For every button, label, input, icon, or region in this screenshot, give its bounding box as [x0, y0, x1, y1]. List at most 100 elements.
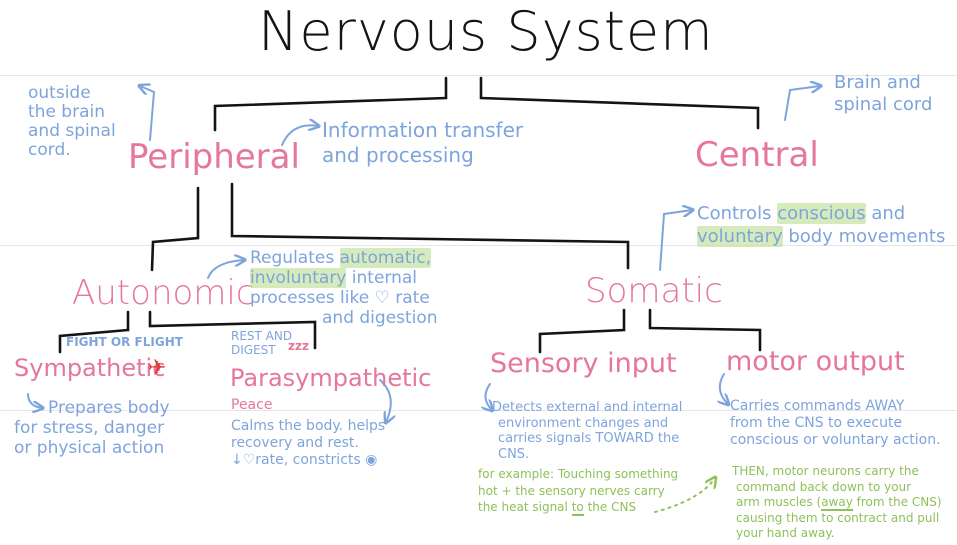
- note-text: carries signals: [498, 431, 592, 447]
- motor-then-note: THEN, motor neurons carry the command ba…: [732, 464, 942, 542]
- note-line: cord.: [28, 140, 71, 161]
- down-arrow-icon: ↓: [231, 452, 243, 469]
- branch-autonomic: [150, 186, 200, 272]
- parasympathetic-peace: Peace: [231, 397, 273, 413]
- example-text: the heat signal: [478, 500, 568, 515]
- heart-icon: ♡: [374, 288, 390, 309]
- note-line: Information transfer: [322, 118, 524, 142]
- note-line: Prepares body: [48, 398, 170, 418]
- parasympathetic-note: Calms the body. helps recovery and rest.…: [231, 418, 385, 469]
- motor-note: Carries commands AWAY from the CNS to ex…: [730, 398, 941, 448]
- highlighted-term: automatic,: [339, 248, 431, 268]
- node-autonomic: Autonomic: [72, 273, 255, 313]
- highlighted-term: conscious: [777, 203, 866, 224]
- branch-sensory: [538, 308, 626, 354]
- peripheral-location-note: outside the brain and spinal cord.: [28, 83, 116, 161]
- diagram-title: Nervous System: [258, 0, 714, 63]
- note-line: CNS.: [498, 446, 530, 462]
- example-line: your hand away.: [736, 526, 835, 541]
- note-line: from the CNS to execute: [730, 414, 903, 431]
- arrow-outside-note: [140, 86, 156, 141]
- arrow-autonomic-note: [207, 260, 244, 279]
- arrow-somatic-note: [659, 210, 692, 271]
- note-line: Carries commands AWAY: [730, 398, 905, 414]
- peripheral-function-note: Information transfer and processing: [322, 118, 523, 168]
- example-line: command back down to your: [736, 479, 912, 494]
- note-text: Regulates: [250, 248, 335, 268]
- node-sympathetic: Sympathetic: [14, 354, 166, 382]
- node-peripheral: Peripheral: [128, 137, 300, 177]
- note-line: or physical action: [14, 438, 165, 459]
- note-text: and digestion: [322, 308, 438, 329]
- note-line: environment changes and: [498, 415, 669, 431]
- tag-line: REST AND: [231, 329, 293, 343]
- branch-somatic: [230, 182, 630, 270]
- example-line: hot + the sensory nerves carry: [478, 483, 665, 498]
- note-text: body movements: [788, 226, 946, 248]
- branch-central: [479, 76, 760, 130]
- note-line: Detects external and internal: [492, 400, 683, 415]
- arrow-motor-note: [720, 373, 728, 404]
- node-somatic: Somatic: [585, 271, 723, 311]
- arrow-information-note: [281, 125, 318, 146]
- sleep-zzz-icon: zzz: [288, 339, 309, 353]
- notebook-rule: [0, 410, 957, 411]
- note-line: Calms the body. helps: [231, 418, 386, 434]
- highlighted-term: involuntary: [250, 268, 347, 289]
- arrow-central-note: [784, 86, 820, 121]
- note-text: rate, constricts: [255, 452, 361, 469]
- somatic-note: Controls conscious and voluntary body mo…: [697, 202, 945, 249]
- node-motor-output: motor output: [726, 346, 905, 377]
- airplane-icon: ✈: [148, 356, 167, 381]
- note-line: Brain and: [834, 72, 921, 93]
- autonomic-note: Regulates automatic, involuntary interna…: [250, 248, 438, 328]
- note-text: TOWARD: [595, 431, 654, 447]
- note-line: for stress, danger: [14, 418, 165, 439]
- branch-motor: [648, 308, 762, 352]
- note-text: rate: [395, 288, 430, 309]
- note-line: recovery and rest.: [231, 435, 359, 452]
- eye-icon: ◉: [365, 452, 378, 469]
- dotted-arrow-example: [654, 478, 715, 513]
- example-text: the CNS: [587, 500, 637, 515]
- notebook-rule: [0, 245, 957, 246]
- arrow-parasympathetic-note: [379, 379, 391, 422]
- notebook-rule: [0, 75, 957, 76]
- parasympathetic-tag: REST AND DIGEST: [231, 329, 293, 358]
- branch-parasympathetic: [148, 310, 317, 350]
- arrow-sympathetic-note: [27, 393, 42, 408]
- node-parasympathetic: Parasympathetic: [230, 364, 432, 392]
- note-line: conscious or voluntary action.: [730, 431, 941, 448]
- example-text: arm muscles (: [736, 495, 822, 510]
- sensory-note: Detects external and internal environmen…: [492, 400, 682, 462]
- note-line: the brain: [28, 102, 105, 123]
- note-line: and spinal: [28, 121, 116, 142]
- example-text: away: [821, 495, 853, 512]
- note-line: outside: [28, 83, 91, 103]
- note-line: spinal cord: [834, 93, 933, 115]
- note-line: and processing: [322, 143, 474, 167]
- example-line: THEN, motor neurons carry the: [732, 464, 919, 478]
- sympathetic-tag: FIGHT OR FLIGHT: [66, 335, 183, 349]
- note-text: processes like: [250, 288, 370, 309]
- example-line: for example: Touching something: [478, 467, 679, 481]
- node-central: Central: [695, 135, 819, 175]
- note-text: and: [871, 203, 906, 224]
- note-text: the: [657, 431, 680, 447]
- central-location-note: Brain and spinal cord: [834, 72, 932, 115]
- sympathetic-note: Prepares body for stress, danger or phys…: [14, 398, 170, 458]
- example-text: from the CNS): [856, 495, 942, 510]
- heart-icon: ♡: [242, 452, 256, 469]
- example-text: to: [571, 500, 584, 517]
- arrow-sensory-note: [485, 383, 492, 410]
- sensory-example: for example: Touching something hot + th…: [478, 466, 679, 517]
- node-sensory-input: Sensory input: [490, 348, 677, 379]
- note-text: internal: [351, 268, 418, 289]
- branch-peripheral: [213, 76, 448, 132]
- highlighted-term: voluntary: [697, 226, 783, 248]
- branch-sympathetic: [58, 310, 130, 354]
- example-line: causing them to contract and pull: [736, 510, 940, 525]
- note-text: Controls: [697, 203, 772, 224]
